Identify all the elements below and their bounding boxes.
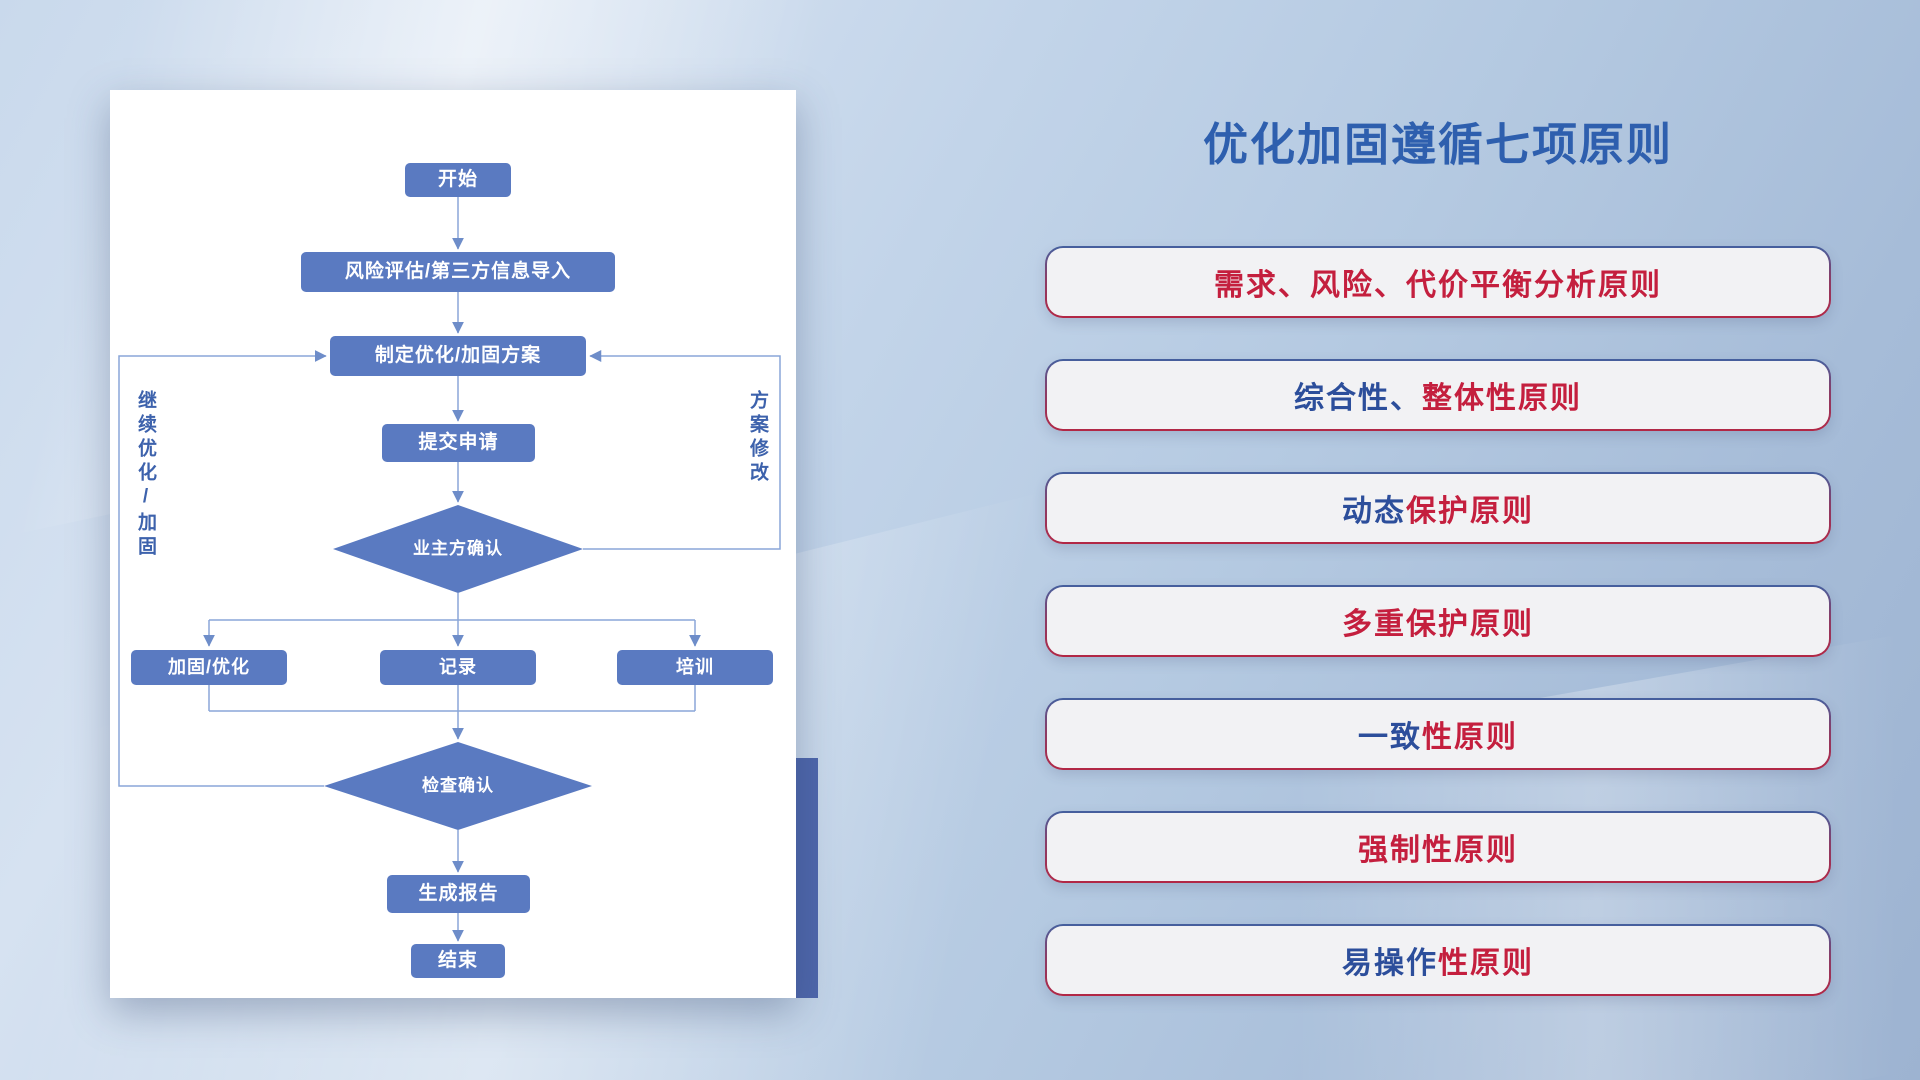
principle-item: 一致性原则 (1045, 698, 1831, 770)
flow-node-end: 结束 (411, 944, 505, 978)
principle-item: 综合性、整体性原则 (1045, 359, 1831, 431)
principle-item: 易操作性原则 (1045, 924, 1831, 996)
panel-title: 优化加固遵循七项原则 (1202, 119, 1673, 170)
flow-node-submit: 提交申请 (382, 424, 535, 462)
flowchart-card: 开始 风险评估/第三方信息导入 制定优化/加固方案 提交申请 业主方确认 加固/… (110, 90, 796, 998)
flow-node-make-plan: 制定优化/加固方案 (330, 336, 586, 376)
flow-node-risk-import: 风险评估/第三方信息导入 (301, 252, 615, 292)
principle-label: 综合性、整体性原则 (1047, 361, 1829, 429)
principle-label: 强制性原则 (1047, 813, 1829, 881)
right-loop-label: 方案修改 (747, 390, 768, 486)
principle-label: 一致性原则 (1047, 700, 1829, 768)
flow-node-generate-report: 生成报告 (387, 875, 530, 913)
flow-node-start: 开始 (405, 163, 511, 197)
flow-node-record: 记录 (380, 650, 536, 685)
principle-label: 动态保护原则 (1047, 474, 1829, 542)
principle-label: 易操作性原则 (1047, 926, 1829, 994)
principle-item: 强制性原则 (1045, 811, 1831, 883)
principle-label: 多重保护原则 (1047, 587, 1829, 655)
principles-panel: 优化加固遵循七项原则 需求、风险、代价平衡分析原则综合性、整体性原则动态保护原则… (1045, 0, 1831, 1080)
principle-item: 动态保护原则 (1045, 472, 1831, 544)
flow-node-training: 培训 (617, 650, 773, 685)
principle-item: 需求、风险、代价平衡分析原则 (1045, 246, 1831, 318)
flow-node-reinforce-optimize: 加固/优化 (131, 650, 287, 685)
principle-label: 需求、风险、代价平衡分析原则 (1047, 248, 1829, 316)
principles-list: 需求、风险、代价平衡分析原则综合性、整体性原则动态保护原则多重保护原则一致性原则… (1045, 246, 1831, 996)
principle-item: 多重保护原则 (1045, 585, 1831, 657)
left-loop-label: 继续优化/加固 (135, 390, 156, 560)
flowchart-connectors (118, 197, 781, 942)
